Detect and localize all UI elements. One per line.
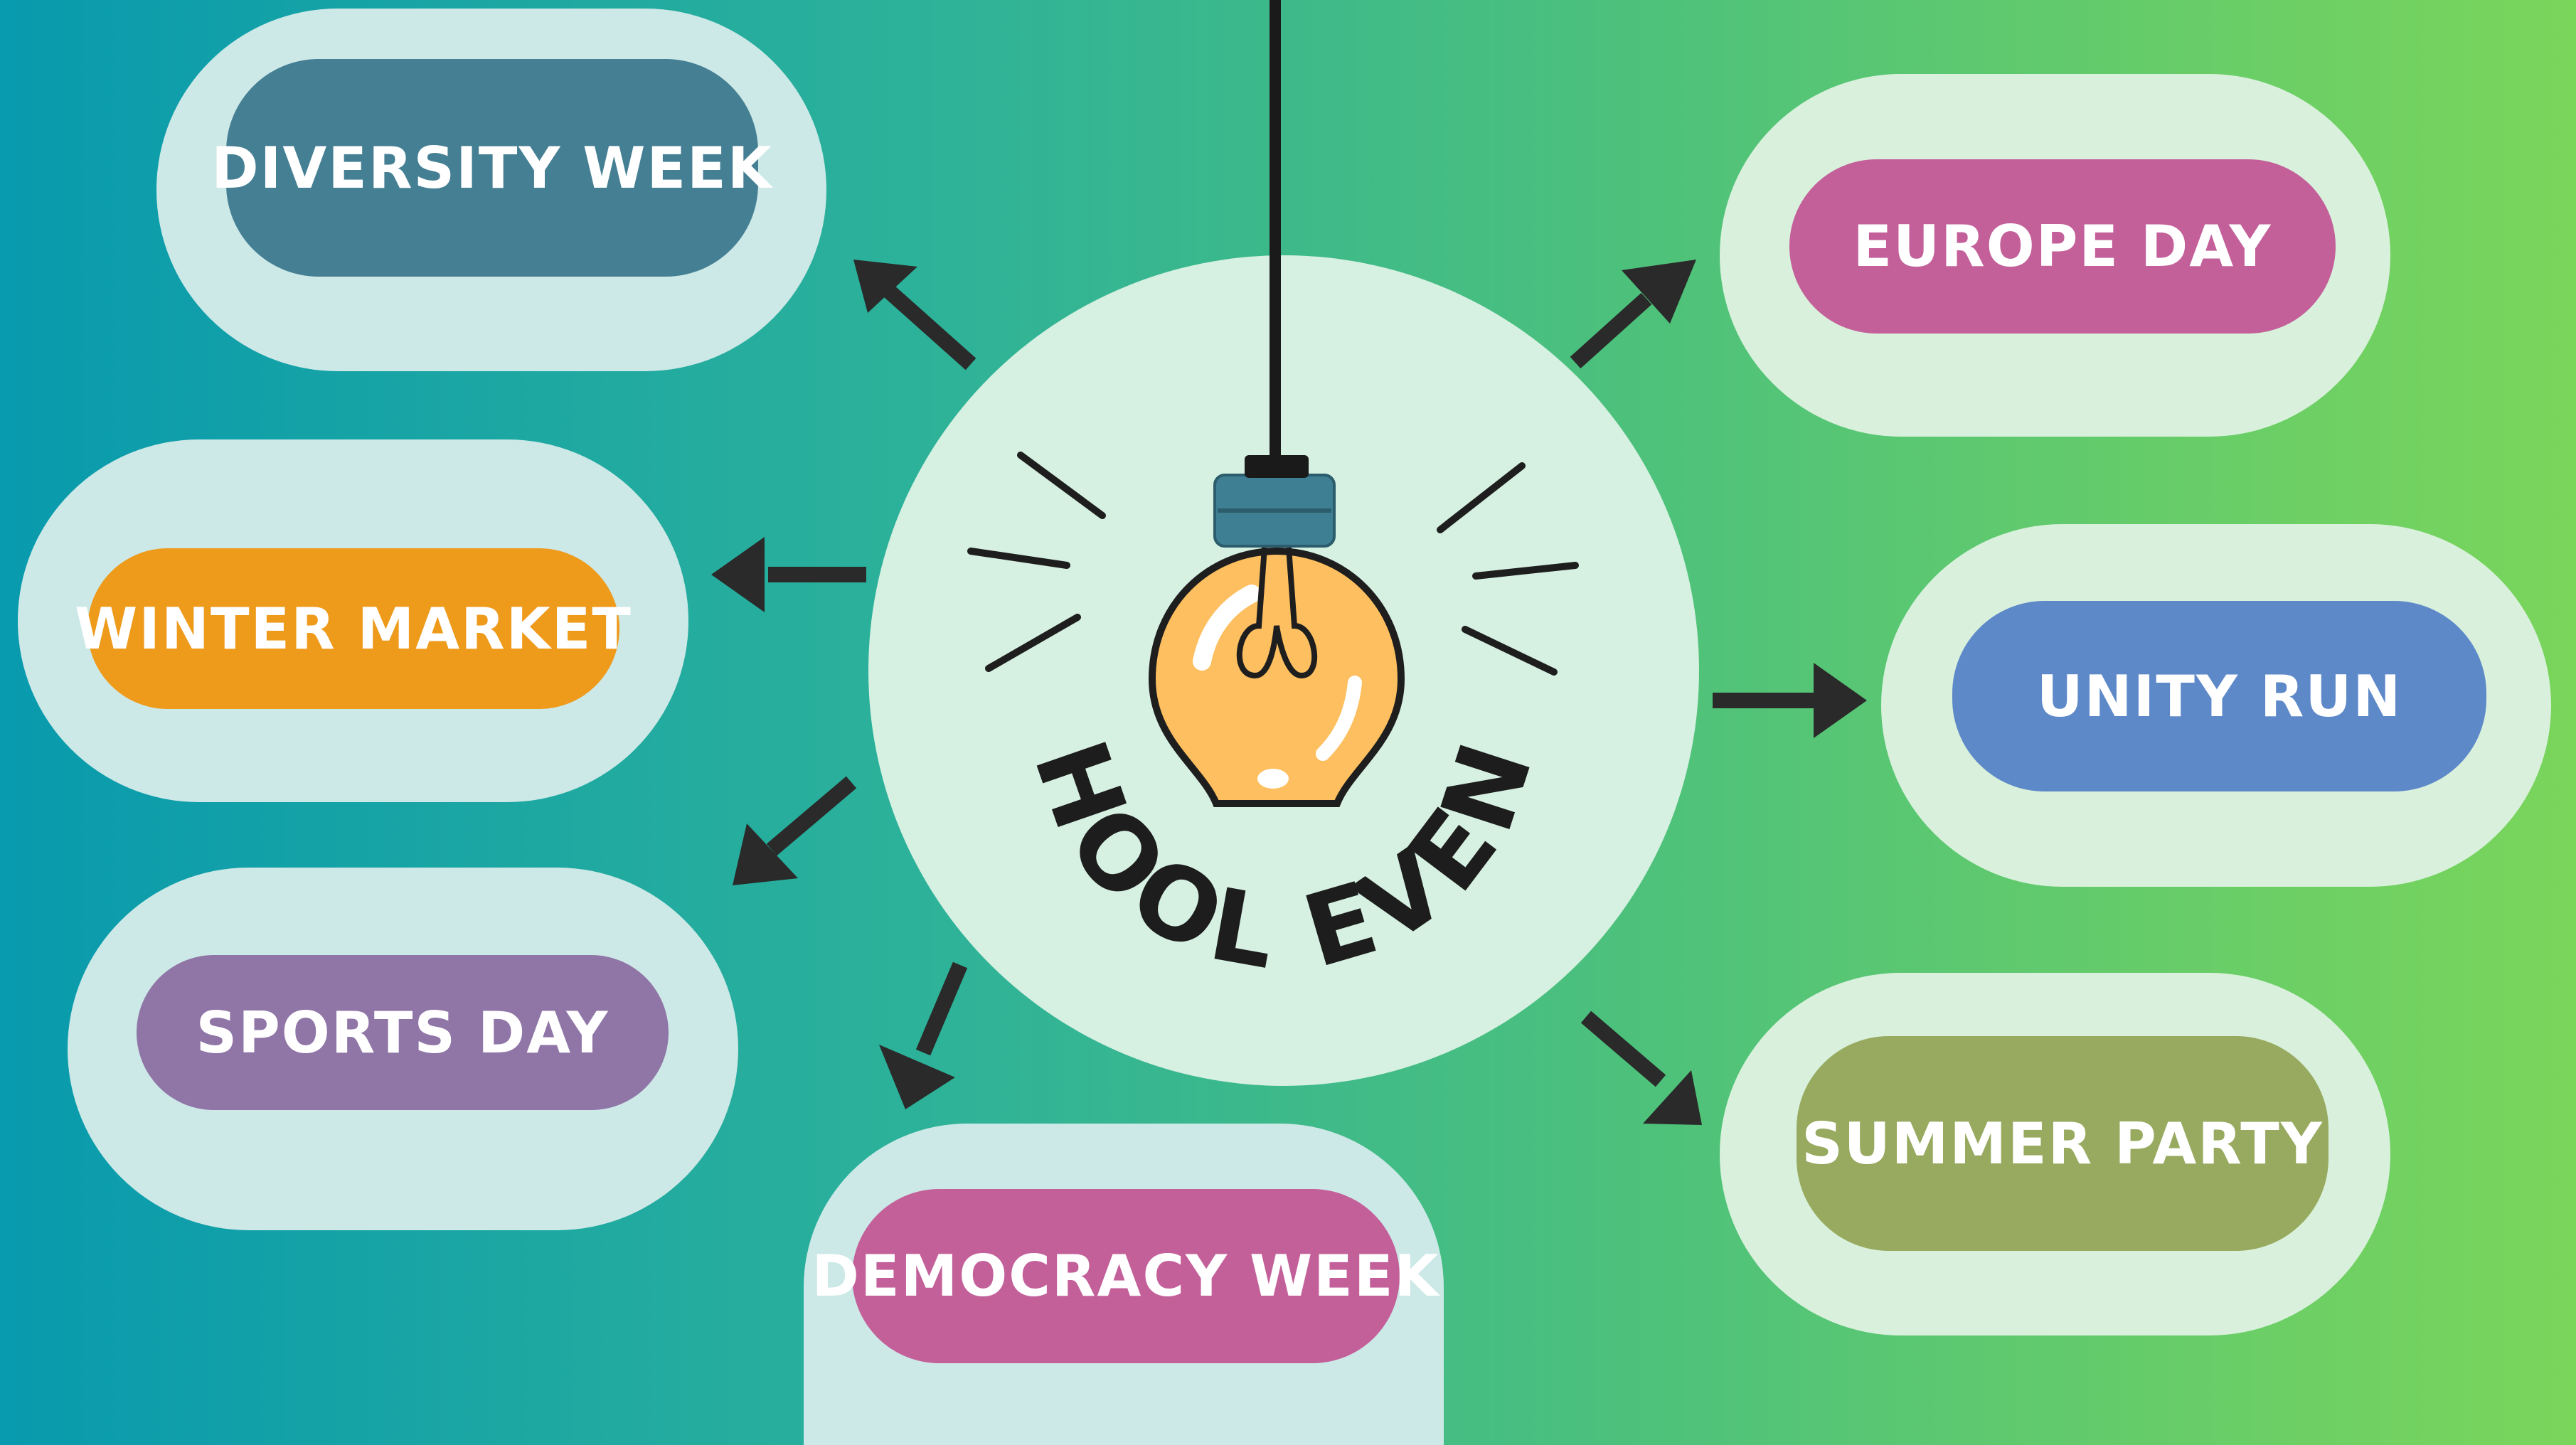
pill-europe-day[interactable]: EUROPE DAY <box>1789 159 2336 334</box>
event-label: SUMMER PARTY <box>1801 1110 2324 1177</box>
pill-democracy-week[interactable]: DEMOCRACY WEEK <box>812 1189 1438 1363</box>
pill-sports-day[interactable]: SPORTS DAY <box>137 955 669 1110</box>
event-label: DIVERSITY WEEK <box>211 134 773 201</box>
event-label: SPORTS DAY <box>196 999 610 1066</box>
pill-winter-market[interactable]: WINTER MARKET <box>75 548 631 709</box>
event-label: DEMOCRACY WEEK <box>811 1243 1440 1309</box>
pill-summer-party[interactable]: SUMMER PARTY <box>1797 1036 2328 1251</box>
glow-lines <box>967 452 1579 676</box>
event-label: WINTER MARKET <box>75 595 632 662</box>
event-label: EUROPE DAY <box>1853 213 2272 279</box>
pill-diversity-week[interactable]: DIVERSITY WEEK <box>211 59 772 277</box>
lightbulb-icon <box>1148 455 1405 807</box>
pill-unity-run[interactable]: UNITY RUN <box>1952 601 2486 791</box>
connector-arrows <box>711 260 1867 1125</box>
event-label: UNITY RUN <box>2036 663 2402 730</box>
